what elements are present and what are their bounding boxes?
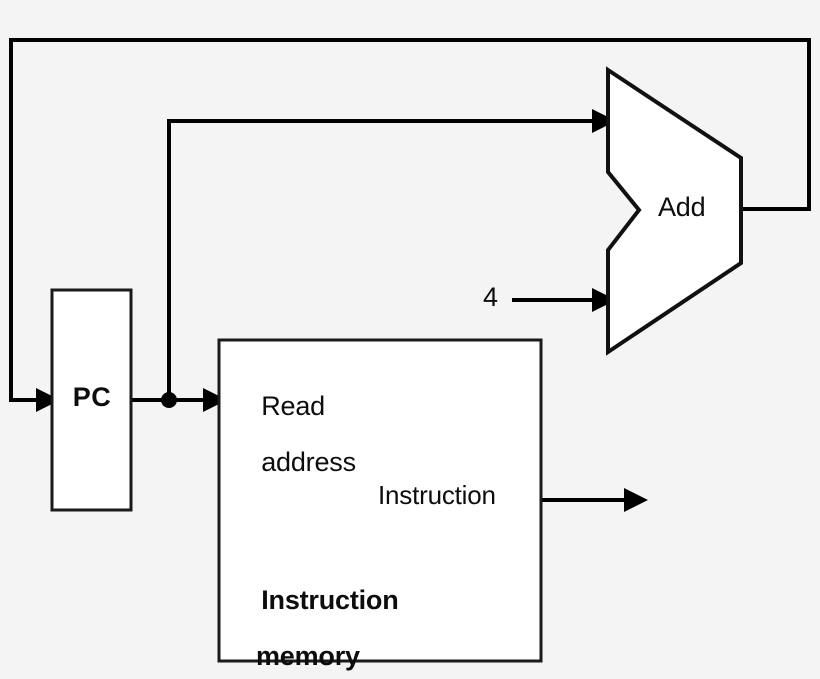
instruction-memory-title: Instruction memory xyxy=(232,558,399,679)
instruction-port-label: Instruction xyxy=(378,480,496,510)
arrowhead-into-add-bottom xyxy=(592,288,616,312)
arrowhead-into-add-top xyxy=(592,109,616,133)
constant-four-label: 4 xyxy=(483,282,498,312)
wire-pc-to-add-input xyxy=(167,119,596,400)
pc-block[interactable] xyxy=(50,288,133,512)
instruction-memory-title-line-2: memory xyxy=(256,641,360,672)
arrowhead-into-read-address xyxy=(203,388,227,412)
instruction-memory-block[interactable] xyxy=(217,338,543,663)
instruction-memory-title-line-1: Instruction xyxy=(261,585,399,616)
add-alu-shape[interactable] xyxy=(606,66,743,356)
read-address-port-label: Read address xyxy=(232,364,356,504)
read-address-line-1: Read xyxy=(261,391,325,422)
read-address-line-2: address xyxy=(261,447,356,478)
add-label: Add xyxy=(658,192,706,222)
arrowhead-instruction-output xyxy=(624,488,648,512)
junction-dot-pc-output xyxy=(161,392,177,408)
arrowhead-into-pc xyxy=(36,388,60,412)
pc-label: PC xyxy=(72,382,112,412)
feedback-wire-add-to-pc xyxy=(9,38,811,402)
